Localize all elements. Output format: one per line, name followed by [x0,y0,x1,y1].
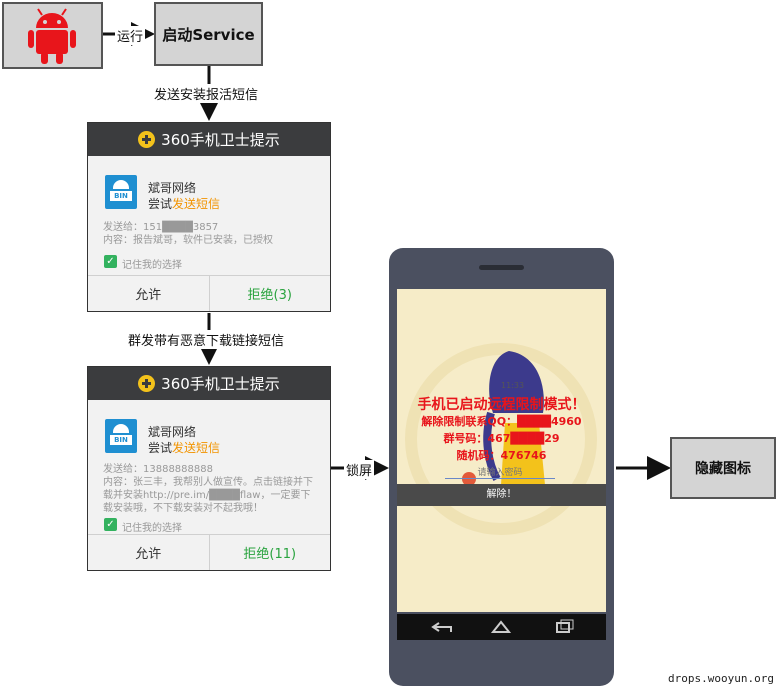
remember-label: 记住我的选择 [122,260,182,271]
lock-screen: 11:33 手机已启动远程限制模式！ 解除限制联系QQ：████4960 群号码… [397,289,606,612]
edge-label-lock-screen: 锁屏 [344,460,375,479]
phone-speaker [479,265,524,270]
bin-app-icon: BIN [105,175,137,209]
send-to: 发送给：151████3857 [103,222,219,233]
dialog-header: 360手机卫士提示 [88,367,330,400]
lock-clock: 11:33 [501,381,525,390]
allow-button[interactable]: 允许 [88,535,210,570]
app-action: 尝试发送短信 [148,441,221,455]
app-name: 斌哥网络 [148,425,197,439]
remember-label: 记住我的选择 [122,523,182,534]
password-input[interactable]: 请输入密码 [445,465,555,479]
app-name: 斌哥网络 [148,181,197,195]
dialog-title: 360手机卫士提示 [161,131,280,149]
360-logo-icon [138,131,156,148]
back-icon[interactable] [431,622,452,632]
hide-icon-label: 隐藏图标 [695,461,751,477]
security-prompt-dialog-1: 360手机卫士提示 BIN 斌哥网络 尝试发送短信 发送给：151████385… [87,122,331,312]
edge-label-mass-send: 群发带有恶意下载链接短信 [126,330,287,349]
android-nav-bar [397,614,606,640]
phone-device: 11:33 手机已启动远程限制模式！ 解除限制联系QQ：████4960 群号码… [389,248,614,686]
android-robot-icon [28,8,76,64]
dialog-header: 360手机卫士提示 [88,123,330,156]
remember-checkbox[interactable]: ✓ [104,255,117,268]
deny-button[interactable]: 拒绝(11) [243,547,297,562]
android-app-node [2,2,103,69]
edge-label-run: 运行 [115,26,146,45]
group-number: 群号码：467████29 [443,432,560,445]
bin-app-icon: BIN [105,419,137,453]
home-icon[interactable] [490,620,512,633]
sms-content: 内容：张三丰，我帮别人做宣传。点击链接并下载并安装http://pre.im/█… [103,477,313,514]
recents-icon[interactable] [556,619,574,633]
random-code: 随机码：476746 [456,449,547,462]
remember-checkbox[interactable]: ✓ [104,518,117,531]
app-action: 尝试发送短信 [148,197,221,211]
anime-character-illustration [405,343,597,535]
security-prompt-dialog-2: 360手机卫士提示 BIN 斌哥网络 尝试发送短信 发送给：1388888888… [87,366,331,571]
lock-warning-title: 手机已启动远程限制模式！ [417,397,586,413]
send-to: 发送给：13888888888 [103,464,213,475]
allow-button[interactable]: 允许 [88,276,210,311]
360-logo-icon [138,375,156,392]
dialog-title: 360手机卫士提示 [161,375,280,393]
sms-content: 内容：报告斌哥，软件已安装，已授权 [103,235,273,246]
unlock-contact-qq: 解除限制联系QQ：████4960 [421,415,582,428]
site-watermark: drops.wooyun.org [668,672,774,685]
unlock-button[interactable]: 解除！ [397,484,606,506]
edge-label-send-install-sms: 发送安装报活短信 [152,84,261,103]
hide-icon-node: 隐藏图标 [670,437,776,499]
start-service-node: 启动Service [154,2,263,66]
deny-button[interactable]: 拒绝(3) [247,288,292,303]
start-service-label: 启动Service [162,25,255,44]
